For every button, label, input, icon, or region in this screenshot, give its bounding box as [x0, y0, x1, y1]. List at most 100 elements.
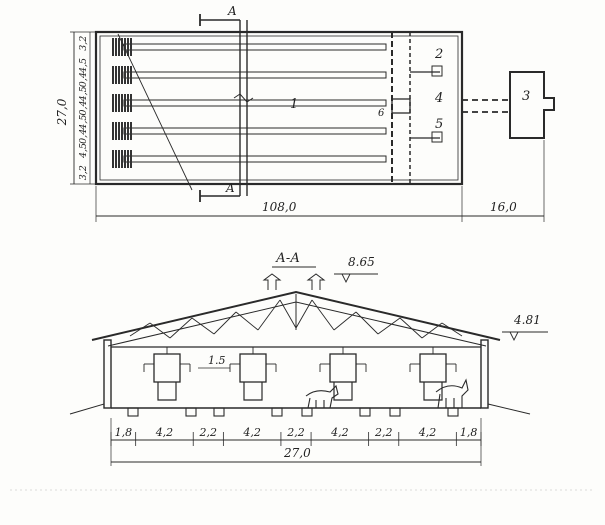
room-label-4: 4 [434, 91, 443, 106]
plan-width-segment: 4,5 [78, 86, 89, 102]
room-label-1: 1 [290, 97, 298, 112]
plan-width-segment: 0,4 [78, 129, 89, 144]
stall-tooth [130, 38, 132, 56]
truss-member [129, 322, 151, 337]
room-label-6: 6 [378, 108, 385, 119]
stall-tooth [127, 94, 129, 112]
section-dim-label: 2,2 [374, 426, 393, 439]
section-marker-top: A [227, 4, 237, 18]
section-dim-label: 1,8 [460, 426, 478, 439]
stall-tooth [115, 150, 117, 168]
stall-comb-3 [112, 94, 132, 112]
plan-width-total: 27,0 [55, 98, 69, 126]
truss-member [333, 311, 357, 331]
inner-height: 1.5 [208, 354, 226, 367]
stall-tooth [115, 66, 117, 84]
plan-inner-wall [99, 35, 459, 181]
section-wall-right [480, 339, 489, 409]
stall-row-3 [123, 99, 387, 107]
plan-view: A A 1 2 4 5 3 6 27,0 3,24,50,44,50,44,50… [55, 4, 555, 222]
stall-tooth [118, 150, 120, 168]
plan-width-segment: 3,2 [78, 36, 89, 51]
manure-gutters [127, 407, 459, 417]
plan-width-segment: 0,4 [78, 100, 89, 115]
stall-tooth [121, 122, 123, 140]
stall-tooth [130, 150, 132, 168]
stall-tooth [118, 94, 120, 112]
truss-member [441, 322, 463, 337]
annex-box-2 [431, 131, 443, 143]
truss-member [191, 317, 215, 335]
stall-tooth [112, 150, 114, 168]
stall-tooth [130, 122, 132, 140]
stall-comb-5 [112, 150, 132, 168]
feeder-2 [229, 347, 277, 401]
room-label-2: 2 [434, 47, 443, 62]
stall-tooth [124, 38, 126, 56]
section-view: А-А 8.65 4.81 1.5 [69, 251, 548, 466]
section-dim-label: 2,2 [199, 426, 218, 439]
stall-row-5 [123, 155, 387, 163]
stall-tooth [124, 66, 126, 84]
stall-comb-2 [112, 66, 132, 84]
section-total-width: 27,0 [283, 446, 311, 460]
truss-member [377, 317, 401, 335]
gutter-8 [447, 407, 459, 417]
section-wall-left [103, 339, 112, 409]
truss-member [421, 322, 443, 339]
stall-tooth [127, 66, 129, 84]
stall-tooth [121, 66, 123, 84]
roof-vent-1 [262, 273, 282, 290]
truss-member [213, 311, 237, 335]
plan-door-6 [391, 98, 411, 114]
plan-width-segment: 4,5 [78, 115, 89, 131]
stall-combs [112, 38, 132, 168]
stall-tooth [127, 122, 129, 140]
plan-width-segment: 0,4 [78, 72, 89, 87]
gutter-4 [271, 407, 283, 417]
ground-left [69, 403, 105, 415]
plan-width-segment: 4,5 [78, 58, 89, 74]
gutter-6 [359, 407, 371, 417]
roof-vent-2 [306, 273, 326, 290]
cow-figure-2 [435, 378, 469, 409]
gutter-2 [185, 407, 197, 417]
stall-tooth [118, 66, 120, 84]
section-marker-bottom: A [225, 181, 235, 195]
plan-outer-wall [94, 30, 464, 186]
stall-tooth [118, 122, 120, 140]
stall-tooth [112, 66, 114, 84]
stall-tooth [115, 94, 117, 112]
stall-tooth [112, 94, 114, 112]
truss-member [311, 299, 335, 331]
section-dim-label: 1,8 [115, 426, 133, 439]
section-dim-label: 4,2 [330, 426, 349, 439]
roof-outline [91, 290, 501, 341]
section-dim-label: 2,2 [286, 426, 305, 439]
truss-member [279, 299, 297, 329]
stall-tooth [115, 122, 117, 140]
room-label-5: 5 [435, 117, 443, 132]
gutter-1 [127, 407, 139, 417]
stall-tooth [121, 94, 123, 112]
truss-member [149, 322, 171, 339]
truss-member [169, 317, 193, 339]
truss-member [295, 299, 313, 329]
stall-row-2 [123, 71, 387, 79]
roof-truss [129, 294, 463, 339]
section-dim-label: 4,2 [418, 426, 437, 439]
stall-tooth [127, 150, 129, 168]
feeder-4 [409, 347, 457, 401]
truss-member [235, 311, 259, 331]
stall-tooth [115, 38, 117, 56]
stall-tooth [112, 38, 114, 56]
stall-comb-1 [112, 38, 132, 56]
plan-width-segments: 3,24,50,44,50,44,50,44,53,2 [78, 32, 91, 184]
eave-level-tick [509, 331, 519, 342]
stall-tooth [124, 94, 126, 112]
stall-tooth [121, 38, 123, 56]
feeders [143, 347, 457, 401]
gutter-5 [301, 407, 313, 417]
